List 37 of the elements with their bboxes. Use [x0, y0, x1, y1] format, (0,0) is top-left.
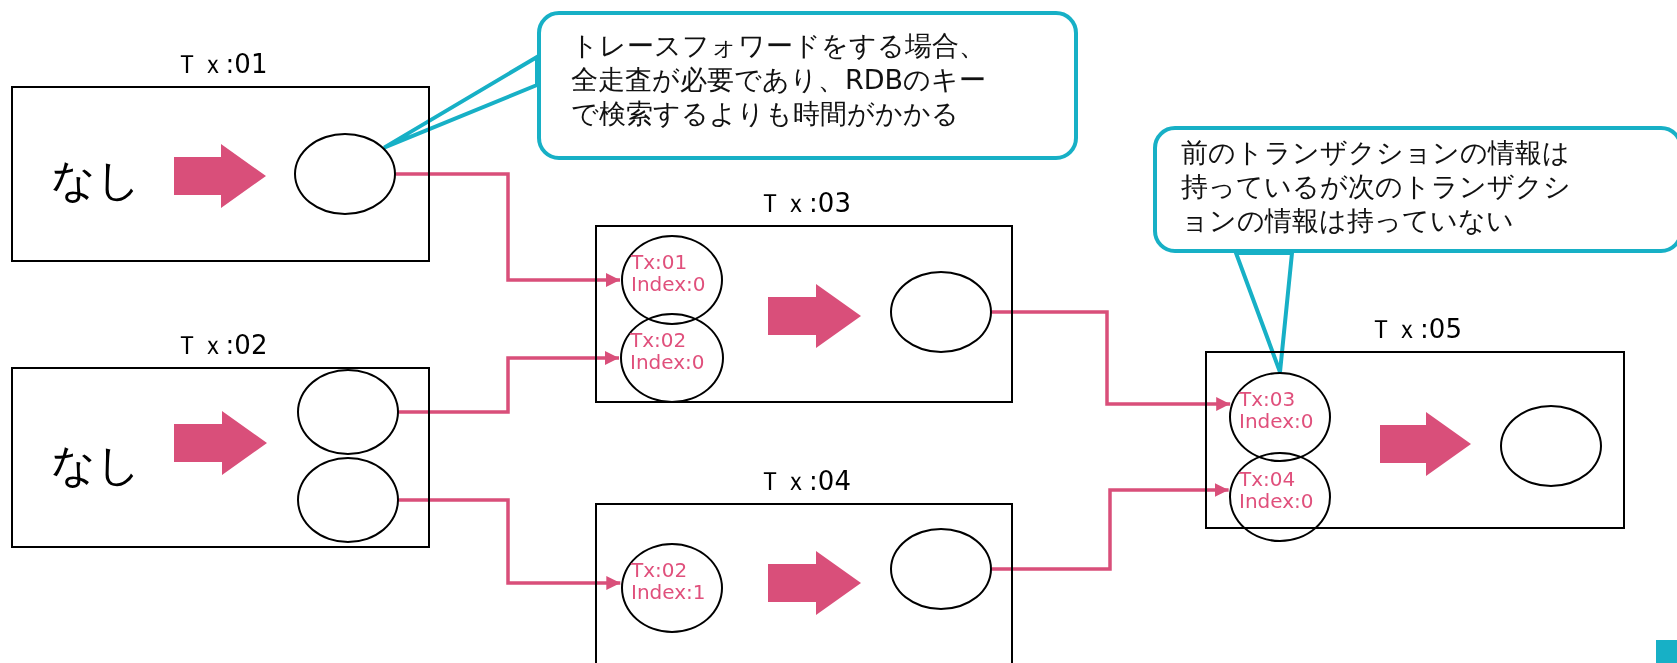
- circle: [621, 235, 723, 325]
- block-arrow: [768, 284, 861, 348]
- block-arrow: [174, 411, 267, 475]
- box-title: Ｔｘ:04: [757, 465, 851, 497]
- status-text: なし: [51, 154, 141, 205]
- circle: [890, 528, 992, 610]
- index-label: Tx:03 Index:0: [1239, 388, 1315, 432]
- index-label: Tx:02 Index:1: [631, 559, 707, 603]
- callout-pointer: [382, 53, 539, 150]
- callout-bubble: [1153, 126, 1677, 253]
- box-title: Ｔｘ:01: [173, 48, 268, 80]
- circle: [620, 313, 724, 403]
- circle: [890, 271, 992, 353]
- connector-arrow: [992, 310, 1231, 411]
- circle: [1229, 372, 1331, 462]
- status-text: なし: [51, 439, 141, 490]
- index-label: Tx:01 Index:0: [631, 251, 707, 295]
- connector-arrow: [396, 172, 620, 287]
- callout-pointer: [1233, 251, 1295, 374]
- box-title: Ｔｘ:03: [757, 187, 851, 219]
- callout-text: トレースフォワードをする場合、全走査が必要であり、RDBのキーで検索するよりも時間がかかる: [571, 29, 988, 131]
- callout-text: 前のトランザクションの情報は持っているが次のトランザクションの情報は持っていない: [1181, 136, 1572, 238]
- index-label: Tx:02 Index:0: [630, 329, 706, 373]
- connector-arrow: [992, 483, 1229, 571]
- box-title: Ｔｘ:02: [173, 329, 268, 361]
- circle: [297, 369, 399, 455]
- connector-arrow: [399, 351, 619, 414]
- block-arrow: [174, 144, 266, 208]
- circle: [621, 543, 723, 633]
- index-label: Tx:04 Index:0: [1239, 468, 1315, 512]
- circle: [1229, 452, 1331, 542]
- connector-arrow: [399, 498, 621, 590]
- circle: [297, 457, 399, 543]
- circle: [1500, 405, 1602, 487]
- box-title: Ｔｘ:05: [1368, 313, 1462, 345]
- block-arrow: [1380, 412, 1471, 476]
- block-arrow: [768, 551, 861, 615]
